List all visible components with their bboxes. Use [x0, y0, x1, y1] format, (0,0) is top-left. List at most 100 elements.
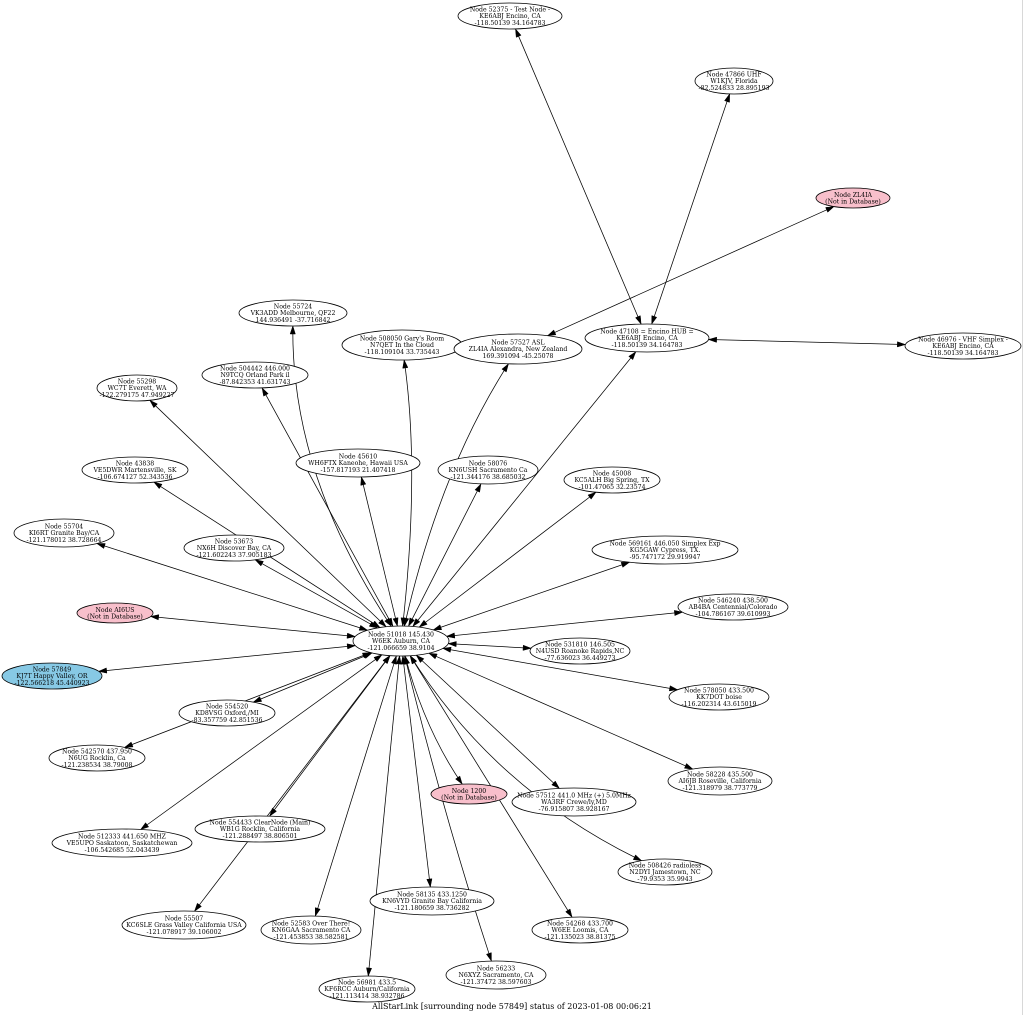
arrowhead	[403, 655, 410, 665]
node-label-line: WH6FTX Kaneohe, Hawaii USA	[308, 460, 408, 467]
edge-47108-46976	[707, 336, 907, 348]
edge-51018-58076	[408, 483, 482, 627]
arrowhead	[360, 476, 367, 486]
node-label-line: -121.066659 38.9104	[367, 645, 434, 652]
node-label-line: (Not in Database)	[441, 795, 497, 802]
arrowhead	[149, 614, 160, 621]
node-ellipse	[13, 518, 115, 548]
edge-51018-52583	[314, 655, 397, 917]
node-label-line: Node 58076	[469, 461, 507, 468]
edge-51018-55704	[96, 543, 369, 631]
edge-51018-569161	[432, 561, 631, 631]
edge-line	[708, 339, 906, 345]
edge-51018-47108	[412, 351, 637, 628]
node-label-line: Node 52375 - Test Node -	[470, 7, 550, 14]
node-label-line: Node 55298	[118, 379, 156, 386]
edge-line	[96, 543, 368, 631]
node-ellipse	[121, 910, 247, 940]
node-label-line: Node 56233	[477, 966, 515, 973]
arrowhead	[153, 481, 163, 490]
arrowhead	[825, 206, 835, 213]
node-label-line: -106.542685 52.043439	[85, 847, 160, 854]
edge-47866-47108	[651, 93, 730, 325]
edge-line	[404, 655, 492, 962]
node-ellipse	[238, 299, 348, 327]
node-ellipse	[352, 625, 450, 657]
node-ellipse	[457, 2, 563, 30]
edge-line	[261, 387, 394, 627]
arrowhead	[269, 807, 277, 817]
graph-caption: AllStarLink [surrounding node 57849] sta…	[372, 1002, 652, 1011]
node-554433: Node 554433 ClearNode (Main)WB1G Rocklin…	[194, 815, 326, 843]
node-label-line: W6EE Loomis, CA	[551, 927, 609, 934]
node-label-line: Node 58135 433.1250	[397, 892, 467, 899]
node-label-line: Node 504442 446.000	[220, 366, 290, 373]
node-label-line: NX6H Discover Bay, CA	[197, 545, 272, 552]
node-label-line: -76.915807 38.928167	[539, 806, 610, 813]
edge-line	[442, 647, 678, 691]
node-label-line: KE6ABJ Encino, CA	[616, 335, 678, 342]
edge-line	[367, 655, 400, 977]
arrowhead	[252, 696, 263, 703]
edge-line	[361, 476, 398, 627]
node-label-line: AI6JB Roseville, California	[677, 778, 761, 785]
node-label-line: KF6RCC Auburn/California	[324, 986, 410, 993]
arrowhead	[373, 654, 383, 662]
edge-line	[150, 616, 356, 637]
arrowhead	[149, 399, 158, 409]
node-label-line: -118.50139 34.164783	[475, 20, 546, 27]
edge-line	[409, 655, 642, 862]
node-ellipse	[815, 187, 891, 209]
node-label-line: VK3ADD Melbourne, QF22	[250, 310, 336, 317]
arrowhead	[346, 643, 357, 650]
node-label-line: Node 554433 ClearNode (Main)	[210, 820, 311, 827]
node-ellipse	[96, 374, 178, 402]
node-ellipse	[178, 699, 276, 727]
node-label-line: 169.391094 -45.25078	[483, 353, 554, 360]
arrowhead	[447, 641, 457, 648]
node-label-line: Node 46976 - VHF Simplex -	[918, 337, 1008, 344]
node-label-line: -157.817193 21.407418	[321, 467, 396, 474]
edge-line	[292, 325, 392, 627]
edge-51018-578050	[442, 646, 679, 692]
edge-line	[98, 645, 356, 672]
edge-51018-45610	[360, 476, 399, 627]
node-label-line: AB4BA Centennial/Colorado	[688, 604, 778, 611]
node-ellipse	[295, 448, 421, 478]
node-label-line: Node 53673	[215, 539, 253, 546]
arrowhead	[261, 387, 269, 397]
node-label-line: KJ7T Happy Valley, OR	[16, 673, 87, 680]
node-label-line: KE6ABJ Encino, CA	[932, 343, 994, 350]
node-label-line: WB1G Rocklin, California	[220, 826, 301, 833]
edge-line	[149, 400, 387, 628]
node-52375: Node 52375 - Test Node -KE6ABJ Encino, C…	[457, 2, 563, 30]
edge-line	[547, 206, 835, 337]
edge-51018-53673	[254, 559, 379, 629]
arrowhead	[123, 741, 134, 748]
node-label-line: N6XYZ Sacramento, CA	[458, 972, 534, 979]
node-label-line: Node ZL4IA	[834, 192, 873, 199]
node-label-line: Node 578050 433.500	[684, 688, 754, 695]
node-label-line: N2DYI Jamestown, NC	[629, 869, 701, 876]
arrowhead	[632, 854, 643, 862]
node-label-line: -121.078917 39.106002	[147, 929, 222, 936]
node-label-line: -95.747172 29.919947	[630, 554, 701, 561]
edge-51018-57849	[97, 643, 357, 674]
node-ellipse	[183, 534, 285, 562]
node-AI6US: Node AI6US(Not in Database)	[76, 602, 154, 624]
node-52583: Node 52583 Over There!KN6GAA Sacramento …	[260, 915, 362, 945]
edge-51018-AI6US	[149, 614, 357, 639]
arrowhead	[515, 28, 522, 38]
node-label-line: -118.50139 34.164783	[612, 342, 683, 349]
